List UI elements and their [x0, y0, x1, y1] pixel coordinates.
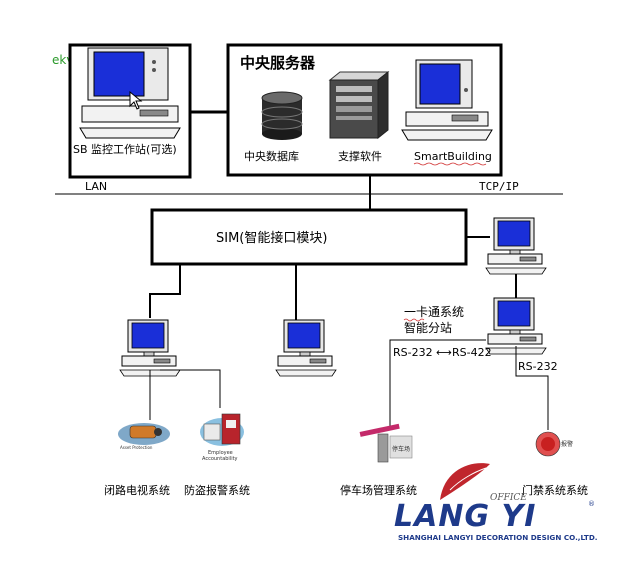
smartbuilding-label: SmartBuilding	[414, 150, 492, 163]
workstation-label: SB 监控工作站(可选)	[73, 142, 177, 156]
langyi-logo-leaf-icon	[440, 463, 490, 500]
parking-icon-caption: 停车场	[392, 445, 410, 453]
card-system-underline	[403, 318, 425, 322]
alarm-icon-caption-line1: Employee	[208, 450, 233, 456]
alarm-system-label: 防盗报警系统	[184, 483, 250, 497]
central-server-title: 中央服务器	[240, 54, 316, 72]
card-system-computer-icon	[485, 297, 547, 355]
workstation-computer-icon	[79, 47, 181, 139]
logo-office-text: OFFICE	[490, 493, 527, 503]
logo-company-text: SHANGHAI LANGYI DECORATION DESIGN CO.,LT…	[398, 533, 598, 542]
access-icon-caption: 报警	[561, 440, 573, 448]
alarm-icon-caption-line2: Accountability	[202, 456, 238, 462]
alarm-panel-icon	[200, 413, 244, 446]
logo-registered-icon: ®	[588, 500, 595, 508]
software-label: 支撑软件	[338, 149, 382, 163]
pc-alarm-link	[160, 369, 221, 408]
parking-barrier-icon	[359, 423, 413, 463]
access-alarm-button-icon	[535, 431, 561, 457]
sim-label: SIM(智能接口模块)	[216, 230, 327, 246]
server-tower-icon	[328, 70, 390, 140]
database-label: 中央数据库	[244, 149, 299, 163]
sim-right-computer-icon	[485, 217, 547, 275]
card-system-label-line2: 智能分站	[404, 320, 452, 335]
tcpip-label: TCP/IP	[479, 180, 519, 193]
sim-cctvpc-link	[149, 264, 181, 318]
center-computer-icon	[275, 319, 337, 377]
logo-brand-text: LANG YI	[394, 499, 536, 534]
cctv-icon-caption: Asset Protection	[120, 445, 153, 450]
rs422-label: RS-422	[452, 346, 492, 359]
sim-box	[150, 208, 468, 266]
card-parking-link	[389, 339, 486, 430]
parking-system-label: 停车场管理系统	[340, 483, 417, 497]
rs232-422-label: RS-232	[393, 346, 433, 359]
lan-label: LAN	[85, 180, 107, 193]
double-arrow-icon: ⟷	[436, 346, 452, 359]
smartbuilding-underline	[413, 162, 487, 166]
access-system-label: 门禁系统系统	[522, 483, 588, 497]
rs232-label: RS-232	[518, 360, 558, 373]
cctv-computer-icon	[119, 319, 181, 377]
card-system-label-line1: 一卡通系统	[404, 305, 464, 319]
cctv-camera-icon	[118, 423, 170, 445]
cctv-system-label: 闭路电视系统	[104, 483, 170, 497]
database-icon	[261, 91, 303, 140]
card-access-link	[515, 346, 549, 430]
mouse-cursor-icon	[129, 90, 143, 110]
smartbuilding-computer-icon	[401, 59, 493, 141]
